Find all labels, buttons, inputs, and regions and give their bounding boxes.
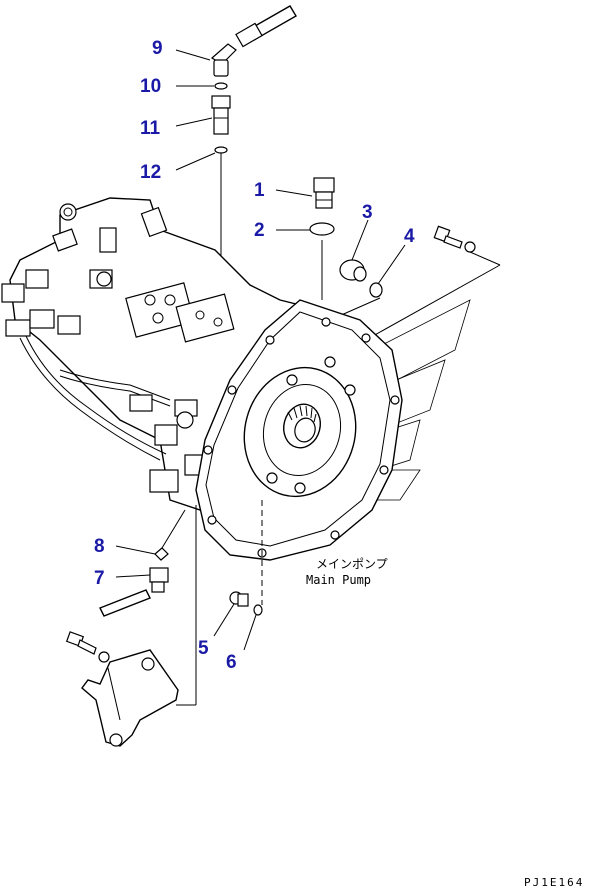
callout-12: 12 (140, 162, 161, 183)
callout-1: 1 (254, 180, 265, 201)
elbow-fitting-9 (210, 43, 237, 77)
leader-lines (115, 49, 406, 651)
o-ring-10 (214, 82, 228, 90)
o-ring-6 (253, 604, 263, 616)
callout-3: 3 (362, 202, 373, 223)
main-pump-label-en: Main Pump (306, 573, 371, 587)
pump-flange (195, 299, 403, 605)
plug-3 (339, 259, 367, 282)
o-ring-2 (309, 222, 335, 236)
elbow-7 (99, 567, 169, 617)
callout-11: 11 (140, 118, 161, 139)
hose-fitting (235, 5, 297, 48)
callout-6: 6 (226, 652, 237, 673)
callout-8: 8 (94, 536, 105, 557)
nipple-11 (211, 95, 231, 135)
o-ring-12 (214, 146, 228, 154)
callout-2: 2 (254, 220, 265, 241)
callout-4: 4 (404, 226, 415, 247)
callout-5: 5 (198, 638, 209, 659)
drawing-code: PJ1E164 (524, 876, 584, 889)
bracket (65, 631, 179, 747)
plug-5 (229, 591, 249, 607)
plug-1 (313, 177, 335, 209)
main-pump-label-jp: メインポンプ (316, 557, 388, 571)
o-ring-8 (154, 509, 186, 561)
callout-9: 9 (152, 38, 163, 59)
callout-10: 10 (140, 76, 161, 97)
bolt-upper (433, 225, 476, 253)
callout-7: 7 (94, 568, 105, 589)
o-ring-4 (369, 282, 383, 298)
